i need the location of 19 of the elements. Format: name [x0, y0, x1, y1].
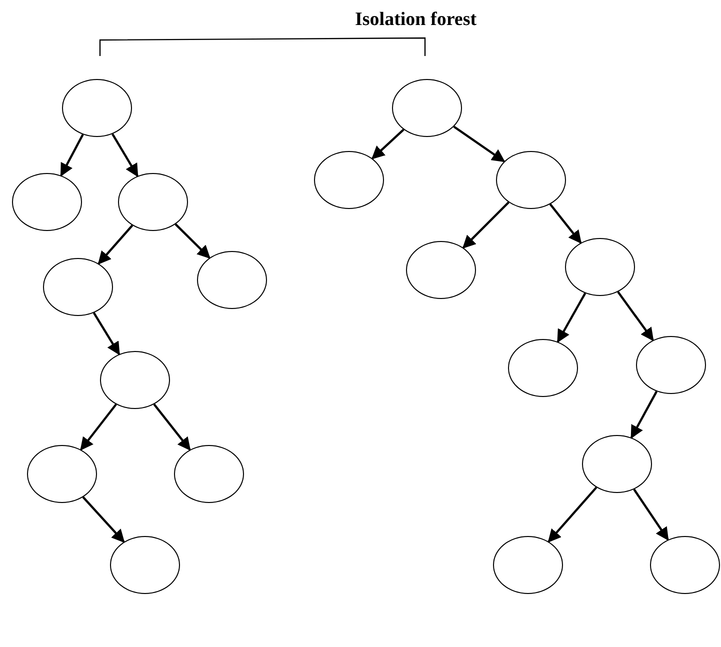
- arrow: [60, 134, 84, 177]
- arrow: [462, 202, 510, 249]
- arrow: [371, 128, 404, 160]
- arrow: [630, 390, 658, 439]
- arrow: [98, 224, 134, 265]
- arrow: [617, 291, 654, 342]
- arrow: [82, 496, 125, 543]
- arrow: [549, 204, 582, 244]
- arrow: [153, 404, 191, 451]
- arrow: [112, 133, 138, 178]
- arrow: [548, 486, 598, 543]
- diagram-title: Isolation forest: [355, 8, 477, 32]
- arrow: [92, 312, 120, 356]
- ellipse-node: [496, 151, 566, 209]
- arrow: [80, 404, 117, 451]
- arrow: [556, 292, 586, 343]
- arrow: [633, 488, 669, 541]
- arrow: [453, 126, 506, 162]
- arrow: [174, 223, 210, 259]
